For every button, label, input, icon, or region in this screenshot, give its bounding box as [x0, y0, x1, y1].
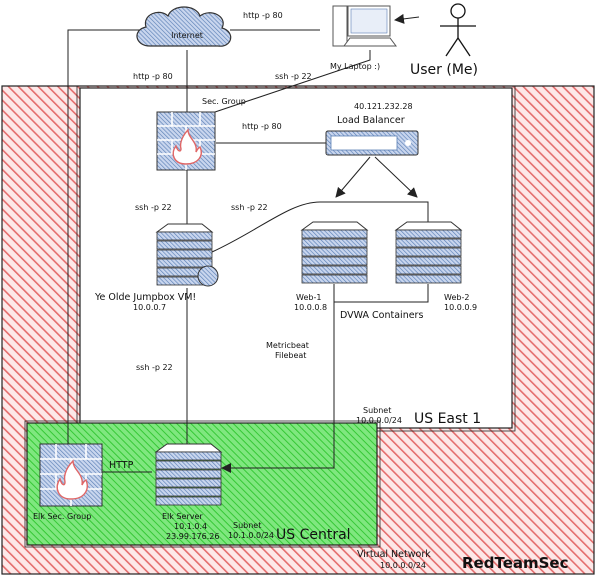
user-label: User (Me) — [410, 62, 478, 78]
elk-firewall-icon — [39, 443, 103, 507]
internet-cloud-icon — [136, 6, 232, 47]
load-balancer-label: Load Balancer — [337, 115, 405, 126]
web2-server-icon — [394, 221, 463, 284]
link-label-laptop-secgroup: ssh -p 22 — [275, 72, 312, 81]
dvwa-label: DVWA Containers — [340, 310, 423, 321]
laptop-secgroup-line — [214, 50, 371, 113]
user-icon — [440, 3, 476, 57]
elk-sec-group-label: Elk Sec. Group — [33, 512, 91, 521]
jumpbox-ip: 10.0.0.7 — [133, 303, 166, 312]
laptop-icon — [332, 5, 397, 47]
east-region-label: US East 1 — [414, 411, 481, 427]
web2-label: Web-2 — [444, 293, 469, 302]
web1-ip: 10.0.0.8 — [294, 303, 327, 312]
laptop-label: My Laptop :) — [330, 62, 380, 71]
web1-label: Web-1 — [296, 293, 321, 302]
filebeat-label: Filebeat — [275, 351, 306, 360]
east-subnet-cidr: 10.0.0.0/24 — [356, 416, 402, 425]
link-label-internet-secgroup: http -p 80 — [133, 72, 173, 81]
vnet-cidr: 10.0.0.0/24 — [380, 561, 426, 570]
web-to-elk-arrow — [221, 284, 335, 473]
link-label-elk-http: HTTP — [109, 460, 134, 471]
link-label-jumpbox-web: ssh -p 22 — [231, 203, 268, 212]
elk-server-label: Elk Server — [162, 512, 203, 521]
elk-to-internet-line — [67, 29, 140, 455]
link-label-laptop-internet: http -p 80 — [243, 11, 283, 20]
jumpbox-server-icon — [155, 223, 219, 287]
metricbeat-label: Metricbeat — [266, 341, 309, 350]
web2-to-beats-line — [334, 284, 429, 303]
web1-server-icon — [300, 221, 369, 284]
load-balancer-ip: 40.121.232.28 — [354, 102, 413, 111]
web2-ip: 10.0.0.9 — [444, 303, 477, 312]
link-label-secgroup-jumpbox: ssh -p 22 — [135, 203, 172, 212]
lb-web1-arrow — [335, 156, 371, 198]
us-central-outline — [24, 420, 381, 548]
east-subnet-label: Subnet — [363, 406, 391, 415]
jumpbox-label: Ye Olde Jumpbox VM! — [94, 292, 196, 303]
jumpbox-web-line — [211, 201, 429, 253]
link-label-secgroup-lb: http -p 80 — [242, 122, 282, 131]
link-label-jumpbox-elk: ssh -p 22 — [136, 363, 173, 372]
central-region-label: US Central — [276, 527, 351, 543]
firewall-icon — [156, 111, 216, 171]
elk-server-icon — [154, 443, 223, 506]
sec-group-label: Sec. Group — [202, 97, 246, 106]
vnet-name: RedTeamSec — [462, 554, 569, 572]
elk-server-ip-private: 10.1.0.4 — [174, 522, 207, 531]
central-subnet-label: Subnet — [233, 521, 261, 530]
internet-label: Internet — [171, 31, 203, 40]
central-subnet-cidr: 10.1.0.0/24 — [228, 531, 274, 540]
vnet-label: Virtual Network — [357, 549, 431, 560]
elk-server-ip-public: 23.99.176.26 — [166, 532, 219, 541]
load-balancer-icon — [325, 130, 419, 156]
user-laptop-arrow — [394, 13, 420, 24]
lb-web2-arrow — [374, 156, 418, 198]
